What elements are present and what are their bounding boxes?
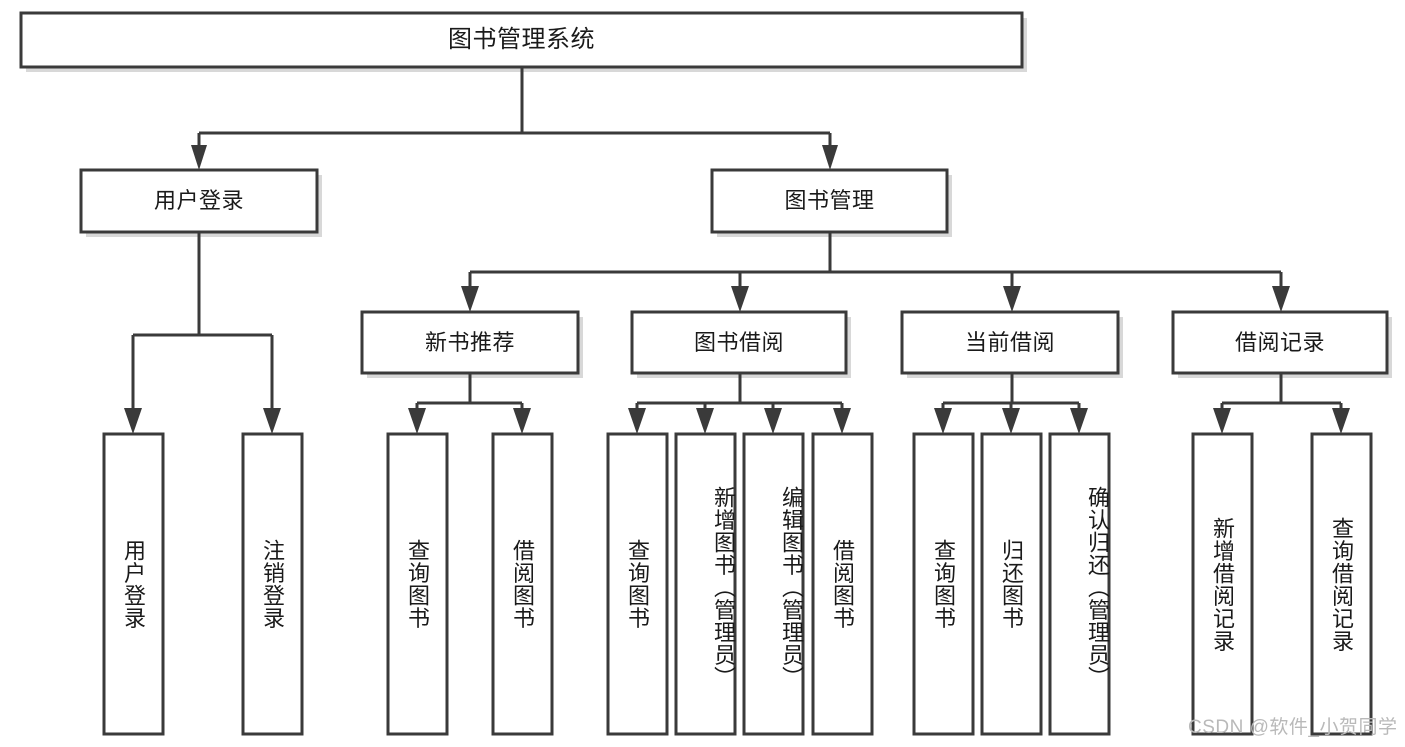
node-user-login[interactable]	[81, 170, 317, 232]
node-box-leaf-query-record	[1310, 432, 1373, 736]
node-box-root	[19, 11, 1024, 69]
node-box-leaf-user-login	[102, 432, 165, 736]
node-box-current-borrow	[900, 310, 1120, 375]
edges-borrow-record-to-leaves	[1213, 373, 1350, 434]
node-leaf-add-record[interactable]	[1193, 434, 1252, 734]
node-leaf-add-book[interactable]	[676, 434, 735, 734]
node-leaf-confirm-return[interactable]	[1050, 434, 1109, 734]
node-book-mgmt[interactable]	[712, 170, 947, 232]
node-box-book-mgmt	[710, 168, 949, 234]
node-book-borrow[interactable]	[632, 312, 846, 373]
node-leaf-query-book-2[interactable]	[608, 434, 667, 734]
node-leaf-borrow-book-1[interactable]	[493, 434, 552, 734]
node-box-leaf-add-book	[674, 432, 737, 736]
node-box-new-book-rec	[360, 310, 580, 375]
node-box-leaf-borrow-book-2	[811, 432, 874, 736]
node-box-book-borrow	[630, 310, 848, 375]
node-box-leaf-return-book	[980, 432, 1043, 736]
node-box-leaf-query-book-2	[606, 432, 669, 736]
node-boxes	[19, 11, 1389, 736]
edges-user-login-to-leaves	[124, 232, 281, 434]
node-box-leaf-edit-book	[742, 432, 805, 736]
edges-new-book-rec-to-leaves	[408, 373, 531, 434]
node-box-leaf-logout	[241, 432, 304, 736]
node-leaf-borrow-book-2[interactable]	[813, 434, 872, 734]
node-current-borrow[interactable]	[902, 312, 1118, 373]
node-box-leaf-query-book-1	[386, 432, 449, 736]
node-box-leaf-query-book-3	[912, 432, 975, 736]
edges-book-borrow-to-leaves	[628, 373, 851, 434]
node-box-leaf-confirm-return	[1048, 432, 1111, 736]
node-box-user-login	[79, 168, 319, 234]
node-new-book-rec[interactable]	[362, 312, 578, 373]
node-borrow-record[interactable]	[1173, 312, 1387, 373]
node-leaf-return-book[interactable]	[982, 434, 1041, 734]
node-leaf-query-record[interactable]	[1312, 434, 1371, 734]
node-leaf-user-login[interactable]	[104, 434, 163, 734]
node-box-leaf-borrow-book-1	[491, 432, 554, 736]
node-leaf-logout[interactable]	[243, 434, 302, 734]
edges-current-borrow-to-leaves	[934, 373, 1088, 434]
csdn-watermark: CSDN @软件_小贺同学	[1188, 717, 1398, 738]
edges-level-1-to-2	[191, 67, 838, 170]
node-leaf-query-book-1[interactable]	[388, 434, 447, 734]
node-leaf-query-book-3[interactable]	[914, 434, 973, 734]
node-leaf-edit-book[interactable]	[744, 434, 803, 734]
edges-book-mgmt-to-level3	[461, 232, 1290, 312]
node-root[interactable]	[21, 13, 1022, 67]
node-box-borrow-record	[1171, 310, 1389, 375]
node-box-leaf-add-record	[1191, 432, 1254, 736]
